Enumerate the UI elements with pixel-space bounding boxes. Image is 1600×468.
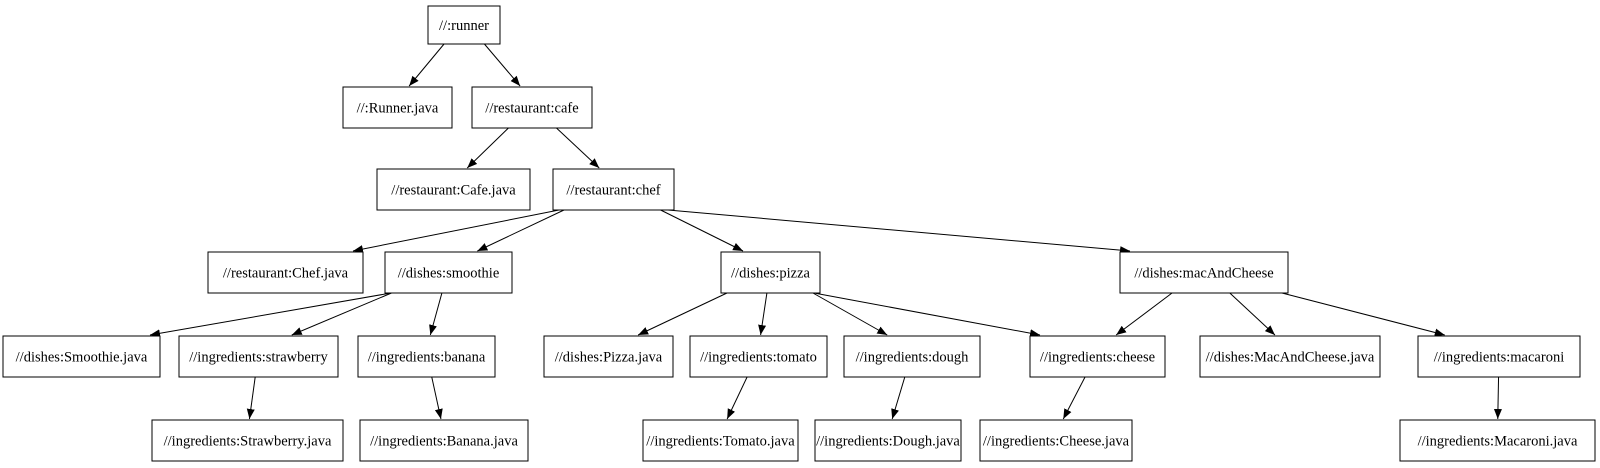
node-box-smoothie_java (2, 335, 161, 378)
edge-cheese-to-cheese_java (1062, 376, 1086, 420)
node-dough: //ingredients:dough (843, 335, 981, 378)
node-box-strawberry_java (151, 419, 344, 462)
node-cheese_java: //ingredients:Cheese.java (979, 419, 1133, 462)
edge-cafe-to-chef (556, 127, 600, 169)
node-box-dough_java (814, 419, 962, 462)
node-label-macandcheese: //dishes:macAndCheese (1134, 266, 1273, 282)
node-cafe_java: //restaurant:Cafe.java (376, 168, 531, 211)
node-box-cheese_java (979, 419, 1133, 462)
node-label-banana: //ingredients:banana (368, 350, 486, 366)
edge-chef-to-pizza (660, 209, 744, 252)
node-label-strawberry: //ingredients:strawberry (189, 350, 328, 366)
node-tomato: //ingredients:tomato (689, 335, 828, 378)
node-label-pizza: //dishes:pizza (731, 266, 810, 282)
node-box-cafe_java (376, 168, 531, 211)
node-runner: //:runner (427, 5, 501, 45)
edge-pizza-to-cheese (813, 292, 1041, 338)
edge-macandcheese-to-cheese (1115, 292, 1173, 336)
edge-macaroni-to-macaroni_java (1493, 376, 1502, 420)
node-strawberry: //ingredients:strawberry (178, 335, 339, 378)
node-box-macaroni_java (1399, 419, 1596, 462)
edge-strawberry-to-strawberry_java (246, 376, 256, 420)
edge-runner-to-cafe (484, 43, 521, 87)
node-cheese: //ingredients:cheese (1029, 335, 1166, 378)
nodes-layer: //:runner //:Runner.java //restaurant:cafe… (2, 5, 1596, 462)
node-label-cheese_java: //ingredients:Cheese.java (983, 434, 1130, 450)
node-box-dough (843, 335, 981, 378)
node-pizza: //dishes:pizza (720, 251, 821, 294)
node-box-macandcheese_java (1199, 335, 1381, 378)
node-box-smoothie (384, 251, 513, 294)
node-label-smoothie: //dishes:smoothie (398, 266, 500, 282)
node-label-tomato: //ingredients:tomato (700, 350, 817, 366)
node-box-banana_java (359, 419, 529, 462)
edge-pizza-to-pizza_java (637, 292, 728, 336)
node-box-runner (427, 5, 501, 45)
edge-banana-to-banana_java (431, 376, 443, 420)
node-smoothie_java: //dishes:Smoothie.java (2, 335, 161, 378)
edge-chef-to-macandcheese (667, 209, 1131, 255)
node-label-dough_java: //ingredients:Dough.java (816, 434, 960, 450)
node-label-macaroni: //ingredients:macaroni (1434, 350, 1564, 366)
edge-pizza-to-dough (812, 292, 888, 336)
node-banana: //ingredients:banana (357, 335, 496, 378)
edge-macandcheese-to-macandcheese_java (1229, 292, 1276, 336)
node-box-chef (552, 168, 675, 211)
node-label-pizza_java: //dishes:Pizza.java (555, 350, 663, 366)
node-smoothie: //dishes:smoothie (384, 251, 513, 294)
edge-smoothie-to-banana (429, 292, 443, 336)
edge-chef-to-chef_java (352, 209, 560, 253)
node-label-dough: //ingredients:dough (856, 350, 970, 366)
edge-tomato-to-tomato_java (726, 376, 748, 420)
node-banana_java: //ingredients:Banana.java (359, 419, 529, 462)
node-dough_java: //ingredients:Dough.java (814, 419, 962, 462)
node-label-strawberry_java: //ingredients:Strawberry.java (164, 434, 332, 450)
edge-macandcheese-to-macaroni (1281, 292, 1445, 337)
node-box-tomato (689, 335, 828, 378)
node-box-cafe (471, 86, 593, 129)
node-label-chef_java: //restaurant:Chef.java (223, 266, 349, 282)
node-label-smoothie_java: //dishes:Smoothie.java (16, 350, 148, 366)
node-cafe: //restaurant:cafe (471, 86, 593, 129)
node-pizza_java: //dishes:Pizza.java (543, 335, 674, 378)
node-label-cafe_java: //restaurant:Cafe.java (391, 183, 516, 199)
node-box-tomato_java (642, 419, 799, 462)
edges-layer (149, 43, 1502, 420)
node-label-cafe: //restaurant:cafe (485, 101, 578, 117)
node-box-pizza (720, 251, 821, 294)
edge-dough-to-dough_java (891, 376, 906, 420)
node-tomato_java: //ingredients:Tomato.java (642, 419, 799, 462)
node-macaroni: //ingredients:macaroni (1417, 335, 1581, 378)
edge-runner-to-runner_java (408, 43, 445, 87)
node-chef: //restaurant:chef (552, 168, 675, 211)
node-label-tomato_java: //ingredients:Tomato.java (646, 434, 795, 450)
node-label-runner_java: //:Runner.java (357, 101, 439, 117)
node-label-macaroni_java: //ingredients:Macaroni.java (1418, 434, 1578, 450)
node-label-macandcheese_java: //dishes:MacAndCheese.java (1206, 350, 1375, 366)
edge-pizza-to-tomato (758, 292, 768, 336)
node-label-cheese: //ingredients:cheese (1040, 350, 1155, 366)
node-box-strawberry (178, 335, 339, 378)
node-label-chef: //restaurant:chef (566, 183, 660, 199)
node-box-macandcheese (1119, 251, 1289, 294)
node-box-macaroni (1417, 335, 1581, 378)
node-macandcheese_java: //dishes:MacAndCheese.java (1199, 335, 1381, 378)
node-box-pizza_java (543, 335, 674, 378)
edge-smoothie-to-smoothie_java (149, 292, 392, 338)
node-strawberry_java: //ingredients:Strawberry.java (151, 419, 344, 462)
node-macandcheese: //dishes:macAndCheese (1119, 251, 1289, 294)
node-macaroni_java: //ingredients:Macaroni.java (1399, 419, 1596, 462)
node-box-cheese (1029, 335, 1166, 378)
node-runner_java: //:Runner.java (342, 86, 453, 129)
edge-smoothie-to-strawberry (291, 292, 392, 336)
node-label-runner: //:runner (439, 18, 489, 34)
edge-chef-to-smoothie (477, 209, 565, 252)
node-box-runner_java (342, 86, 453, 129)
node-chef_java: //restaurant:Chef.java (207, 251, 364, 294)
node-label-banana_java: //ingredients:Banana.java (370, 434, 518, 450)
edge-cafe-to-cafe_java (466, 127, 509, 169)
node-box-chef_java (207, 251, 364, 294)
node-box-banana (357, 335, 496, 378)
